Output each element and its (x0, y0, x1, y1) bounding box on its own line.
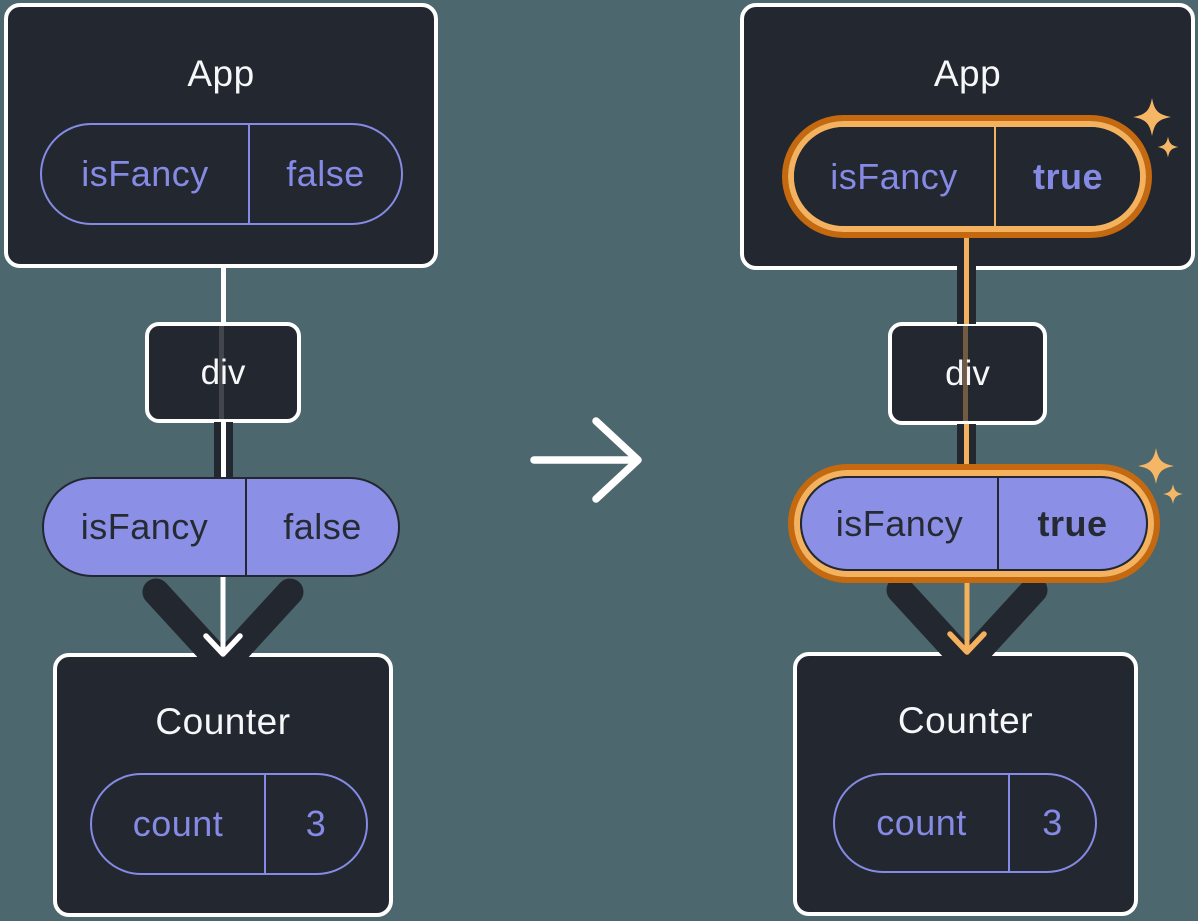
div-node-box-after: div (888, 322, 1047, 425)
state-name: isFancy (794, 127, 996, 226)
state-name: count (92, 775, 266, 873)
state-name: isFancy (42, 125, 250, 223)
component-title: Counter (155, 701, 291, 742)
sparkles-icon (1133, 98, 1179, 158)
app-component-box-before: App isFancy false (4, 3, 438, 268)
prop-edge-div-pill (213, 422, 233, 479)
prop-name: isFancy (802, 478, 999, 569)
down-arrow-icon (886, 572, 1048, 677)
state-name: count (835, 775, 1010, 871)
edge-through-div (219, 326, 224, 419)
prop-edge-core (963, 424, 969, 468)
transition-arrow-icon (530, 417, 642, 503)
div-node-label: div (200, 352, 246, 392)
highlighted-prop-pill: isFancy true (788, 464, 1160, 583)
counter-component-box-after: Counter count 3 (793, 652, 1138, 916)
prop-edge-core (963, 237, 969, 324)
component-title: Counter (897, 700, 1034, 741)
state-value: true (1032, 155, 1103, 197)
highlighted-state-pill: isFancy true (782, 115, 1152, 238)
div-node-box-before: div (145, 322, 301, 423)
state-value: false (286, 153, 365, 194)
prop-value: false (283, 506, 362, 547)
state-value: 3 (305, 803, 327, 844)
prop-value: true (1037, 502, 1108, 544)
prop-name: isFancy (44, 479, 247, 575)
prop-edge-app-div (956, 237, 976, 324)
state-pill: count 3 (833, 773, 1097, 873)
div-node-label: div (945, 353, 990, 393)
counter-component-box-before: Counter count 3 (53, 653, 393, 917)
prop-pill-before: isFancy false (42, 477, 400, 577)
edge-through-div (963, 326, 968, 421)
component-title: App (933, 53, 1002, 94)
prop-edge-div-pill (956, 424, 976, 468)
state-pill: count 3 (90, 773, 368, 875)
sparkles-icon (1138, 448, 1183, 504)
prop-edge-core (220, 422, 226, 479)
down-arrow-icon (142, 575, 304, 679)
state-value: 3 (1042, 802, 1063, 843)
component-title: App (187, 53, 255, 94)
state-pill: isFancy false (40, 123, 403, 225)
tree-edge-app-div (220, 266, 226, 324)
app-component-box-after: App isFancy true (740, 3, 1195, 270)
